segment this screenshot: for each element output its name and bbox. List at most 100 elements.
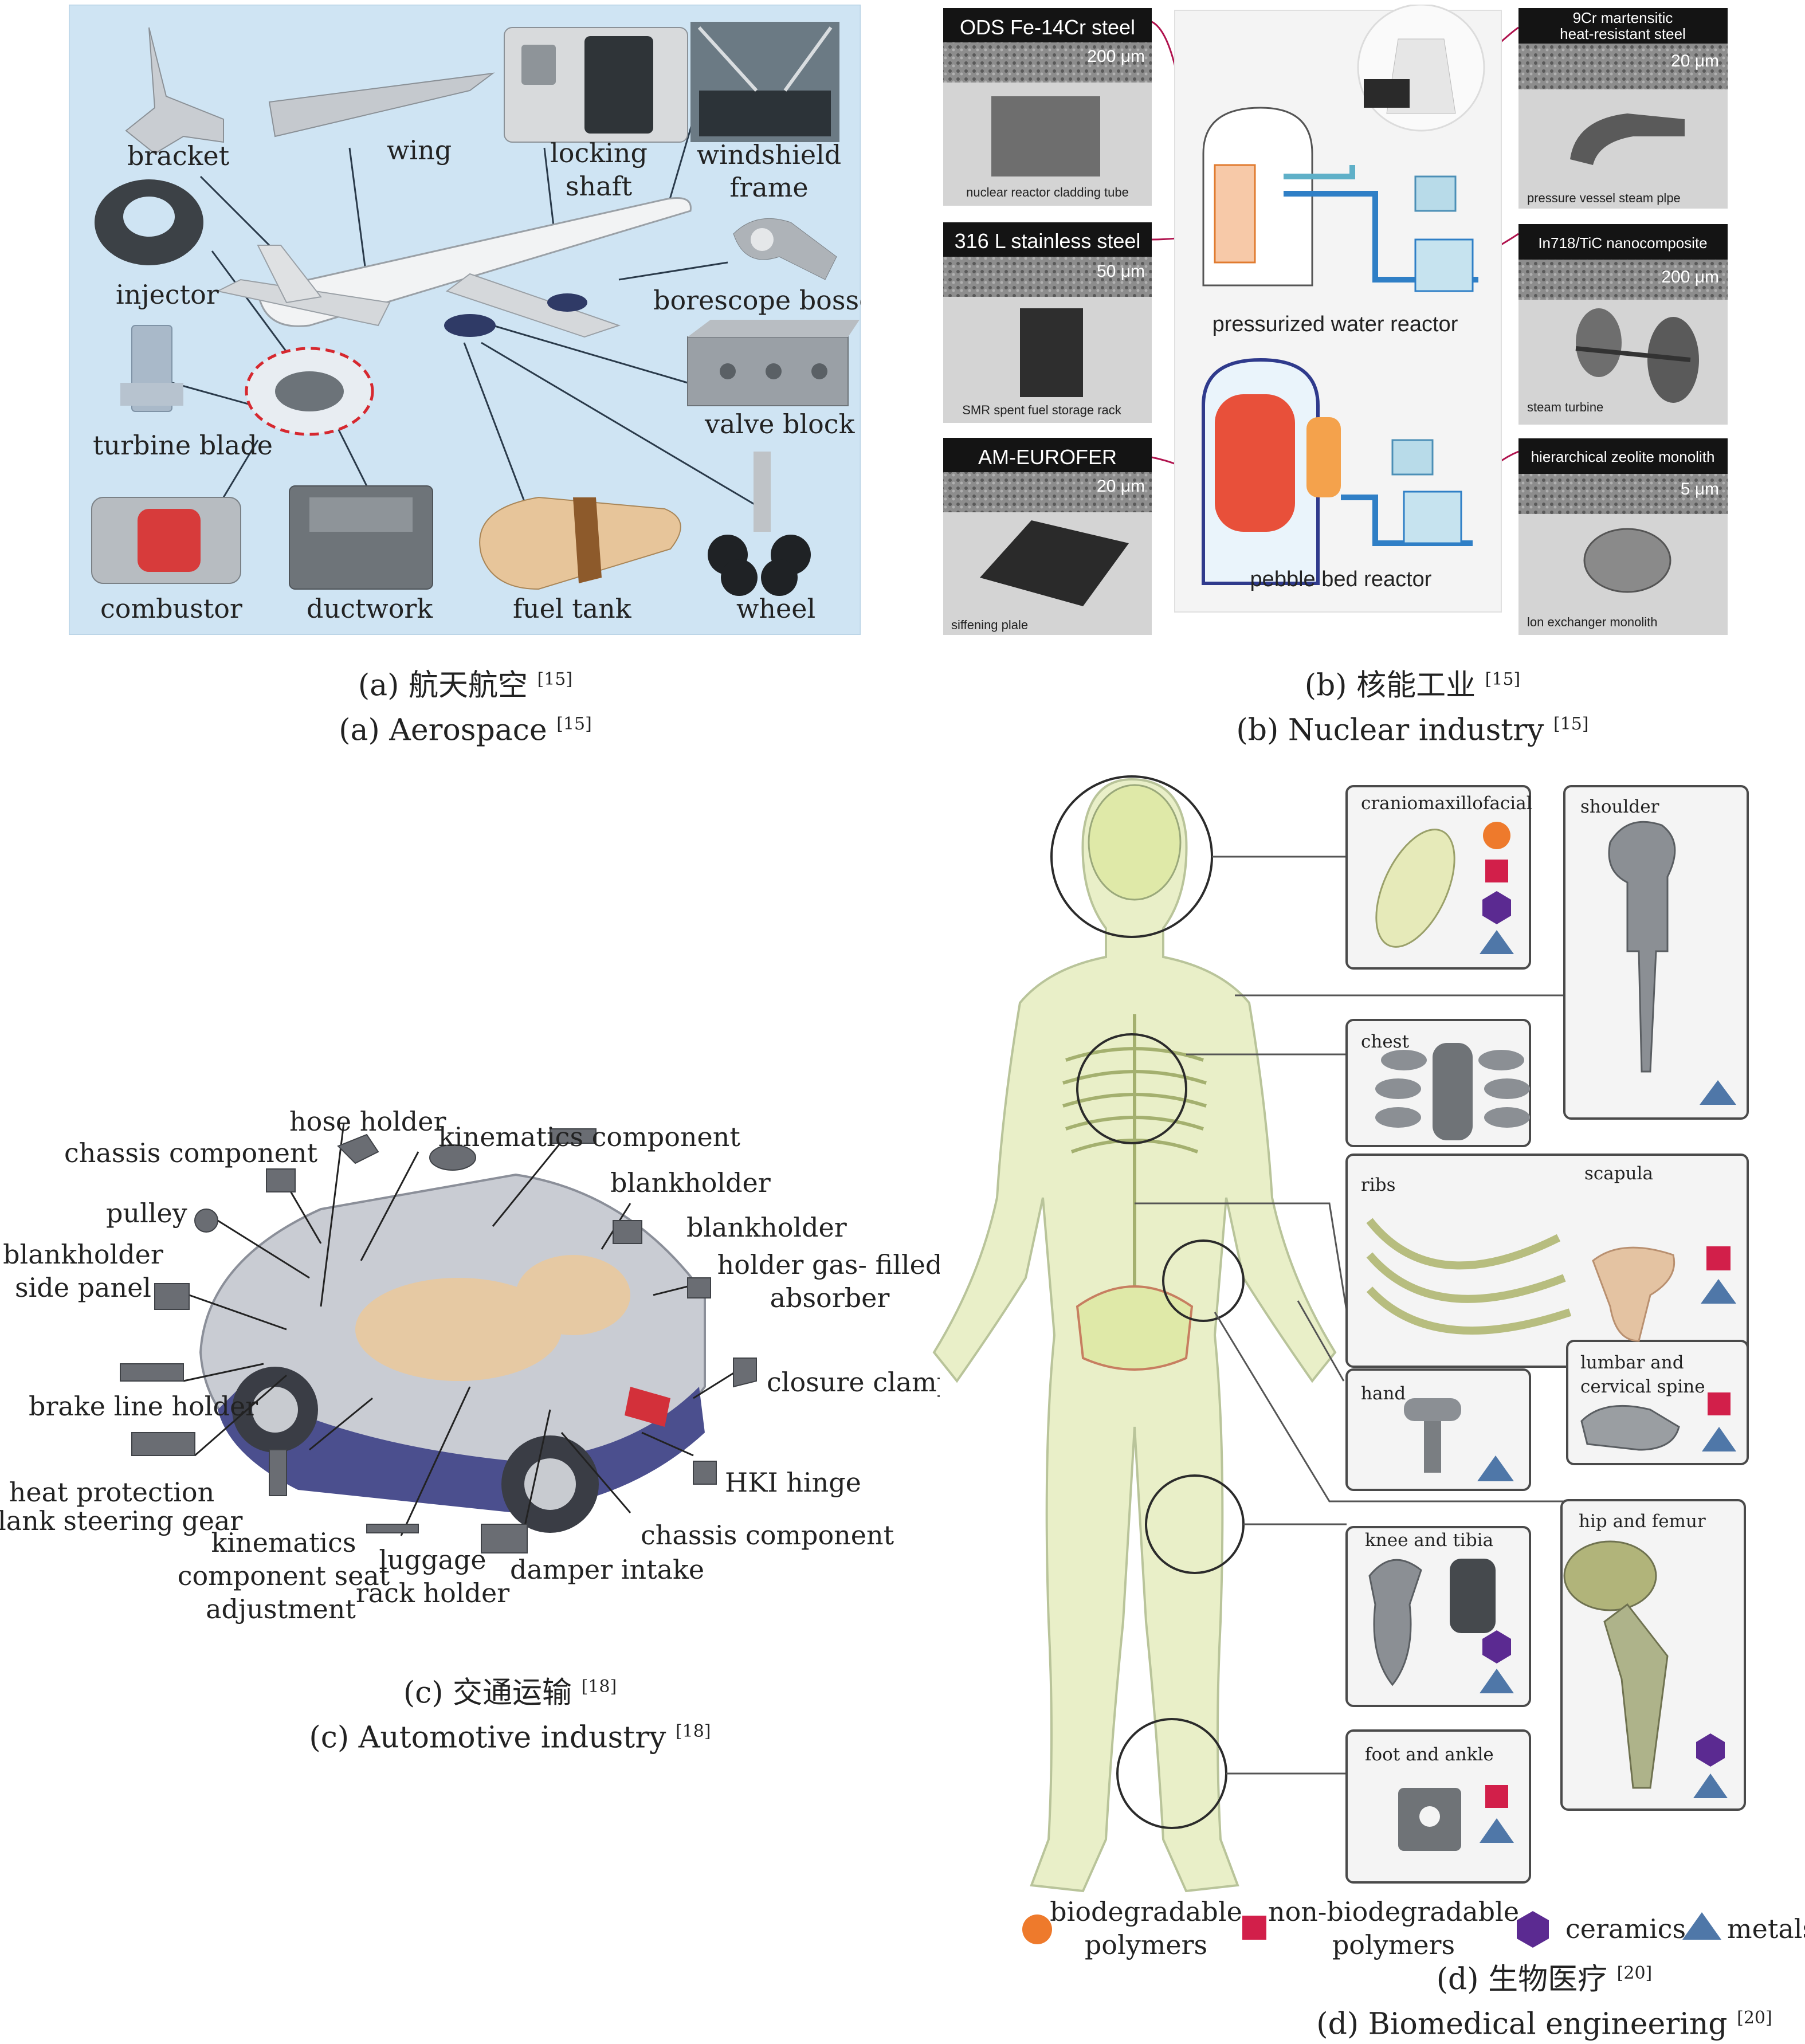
nuclear-card-zeolite-title: hierarchical zeolite monolith (1531, 448, 1715, 465)
caption-b-en: (b) Nuclear industry (1236, 713, 1544, 748)
label-wing: wing (387, 135, 452, 166)
nuclear-card-eurofer-scale: 20 μm (1097, 477, 1145, 496)
label-brake-line: brake line holder (29, 1391, 258, 1422)
label-lumbar-1: lumbar and (1580, 1352, 1684, 1373)
airplane-illustration (216, 197, 692, 338)
chest-implant (1375, 1043, 1530, 1140)
caption-b-cn: (b) 核能工业 (1304, 668, 1476, 703)
caption-c-ref-2: [18] (675, 1721, 711, 1742)
label-locking-shaft-1: locking (550, 138, 648, 168)
legend-nonbio-1: non-biodegradable (1268, 1896, 1519, 1927)
label-scapula: scapula (1584, 1163, 1653, 1184)
car-parts (120, 1128, 757, 1553)
caption-d-ref-1: [20] (1616, 1963, 1653, 1983)
label-heat-protection-1: heat protection (9, 1477, 215, 1508)
legend-nonbio-2: polymers (1332, 1929, 1455, 1960)
cranio-implant (1375, 829, 1455, 948)
nuclear-card-eurofer: AM-EUROFER 20 μm siffening plale (943, 438, 1152, 635)
label-blankholder-1: blankholder (610, 1167, 771, 1198)
label-pbr: pebble bed reactor (1250, 567, 1432, 591)
caption-a-ref-1: [15] (537, 669, 573, 689)
biomedical-figure: craniomaxillofacial shoulder chest ribs … (932, 775, 1805, 1960)
label-kin-seat-1: kinematics (211, 1527, 356, 1558)
label-borescope: borescope bosses (653, 285, 861, 316)
caption-b-ref-2: [15] (1553, 714, 1589, 735)
label-hand: hand (1361, 1383, 1406, 1404)
label-ductwork: ductwork (307, 593, 433, 624)
label-knee: knee and tibia (1365, 1530, 1493, 1551)
caption-b: (b) 核能工业 [15] (b) Nuclear industry [15] (1069, 660, 1756, 750)
label-hip: hip and femur (1579, 1511, 1706, 1532)
nuclear-card-ods-scale: 200 μm (1087, 47, 1145, 66)
label-luggage-1: luggage (379, 1544, 486, 1575)
knee-implant (1368, 1559, 1496, 1686)
shoulder-implant (1608, 821, 1676, 1073)
human-skeleton-illustration (932, 778, 1337, 1893)
material-legend: biodegradable polymers non-biodegradable… (1022, 1896, 1805, 1960)
label-kin-seat-3: adjustment (206, 1594, 356, 1625)
car-illustration (199, 1173, 706, 1533)
caption-d-ref-2: [20] (1737, 2008, 1772, 2029)
legend-nonbio-marker (1242, 1916, 1266, 1940)
label-hki-hinge: HKI hinge (725, 1467, 861, 1498)
legend-metals-marker (1682, 1912, 1721, 1940)
legend-biodegradable-marker (1022, 1914, 1052, 1944)
label-valve-block: valve block (704, 409, 856, 440)
legend-metals: metals (1727, 1913, 1805, 1944)
wing-part (268, 72, 495, 138)
foot-implant (1398, 1788, 1461, 1851)
aerospace-figure: bracket wing locking shaft windshield fr… (69, 5, 861, 635)
label-blankholder-2: blankholder (686, 1212, 847, 1243)
nuclear-card-in718-title: In718/TiC nanocomposite (1538, 234, 1707, 252)
legend-ceramics: ceramics (1565, 1913, 1686, 1944)
label-cranio: craniomaxillofacial (1361, 793, 1532, 814)
caption-c-ref-1: [18] (581, 1677, 617, 1697)
reactor-panel: pressurized water reactor pebble bed rea… (1174, 5, 1502, 613)
label-windshield-2: frame (729, 172, 808, 203)
label-gas-absorber-1: holder gas- filled (717, 1249, 940, 1280)
nuclear-card-eurofer-title: AM-EUROFER (978, 445, 1117, 469)
label-turbine-blade: turbine blade (93, 430, 273, 461)
label-closure-clamp: closure clamp (767, 1367, 940, 1398)
nuclear-card-316l-scale: 50 μm (1097, 262, 1145, 281)
caption-c-en: (c) Automotive industry (309, 1720, 666, 1755)
nuclear-card-zeolite: hierarchical zeolite monolith 5 μm lon e… (1518, 438, 1728, 635)
label-pwr: pressurized water reactor (1213, 312, 1458, 336)
nuclear-card-zeolite-scale: 5 μm (1681, 480, 1719, 499)
box-ribs-scapula (1345, 1154, 1749, 1368)
fuel-tank-part (479, 496, 681, 590)
caption-a-ref-2: [15] (556, 714, 592, 735)
nuclear-card-316l: 316 L stainless steel 50 μm SMR spent fu… (943, 222, 1152, 423)
label-lumbar-2: cervical spine (1580, 1376, 1705, 1397)
scapula-implant (1592, 1246, 1675, 1342)
automotive-figure: chassis component hose holder kinematics… (0, 1106, 940, 1625)
ductwork-part (289, 485, 433, 590)
caption-c: (c) 交通运输 [18] (c) Automotive industry [1… (166, 1668, 854, 1757)
label-bh-side-1: blankholder (3, 1239, 163, 1270)
label-kinematics-top: kinematics component (438, 1121, 740, 1152)
nuclear-card-in718-item: steam turbine (1527, 400, 1603, 414)
label-damper-intake: damper intake (510, 1554, 704, 1585)
label-windshield-1: windshield (697, 139, 841, 170)
nuclear-figure: ODS Fe-14Cr steel 200 μm nuclear reactor… (943, 5, 1728, 635)
caption-a-en: (a) Aerospace (339, 713, 547, 748)
windshield-frame-part (690, 22, 839, 142)
label-chassis-bottom: chassis component (641, 1520, 894, 1551)
borescope-bosses-part (733, 218, 837, 280)
caption-d-cn: (d) 生物医疗 (1436, 1962, 1608, 1997)
nuclear-card-ods: ODS Fe-14Cr steel 200 μm nuclear reactor… (943, 8, 1152, 206)
legend-biodegradable-1: biodegradable (1050, 1896, 1242, 1927)
legend-biodegradable-2: polymers (1085, 1929, 1207, 1960)
nuclear-card-in718: In718/TiC nanocomposite 200 μm steam tur… (1518, 224, 1728, 425)
landing-gear-part (708, 452, 811, 596)
caption-b-ref-1: [15] (1485, 669, 1521, 689)
nuclear-card-ods-title: ODS Fe-14Cr steel (960, 15, 1135, 39)
label-shoulder: shoulder (1580, 797, 1659, 817)
caption-c-cn: (c) 交通运输 (403, 1676, 572, 1710)
material-markers (1477, 822, 1736, 1843)
label-injector: injector (116, 279, 219, 310)
bracket-part (125, 27, 224, 155)
combustor-part (91, 497, 241, 584)
label-locking-shaft-2: shaft (566, 171, 633, 202)
label-kin-seat-2: component seat (178, 1560, 390, 1591)
